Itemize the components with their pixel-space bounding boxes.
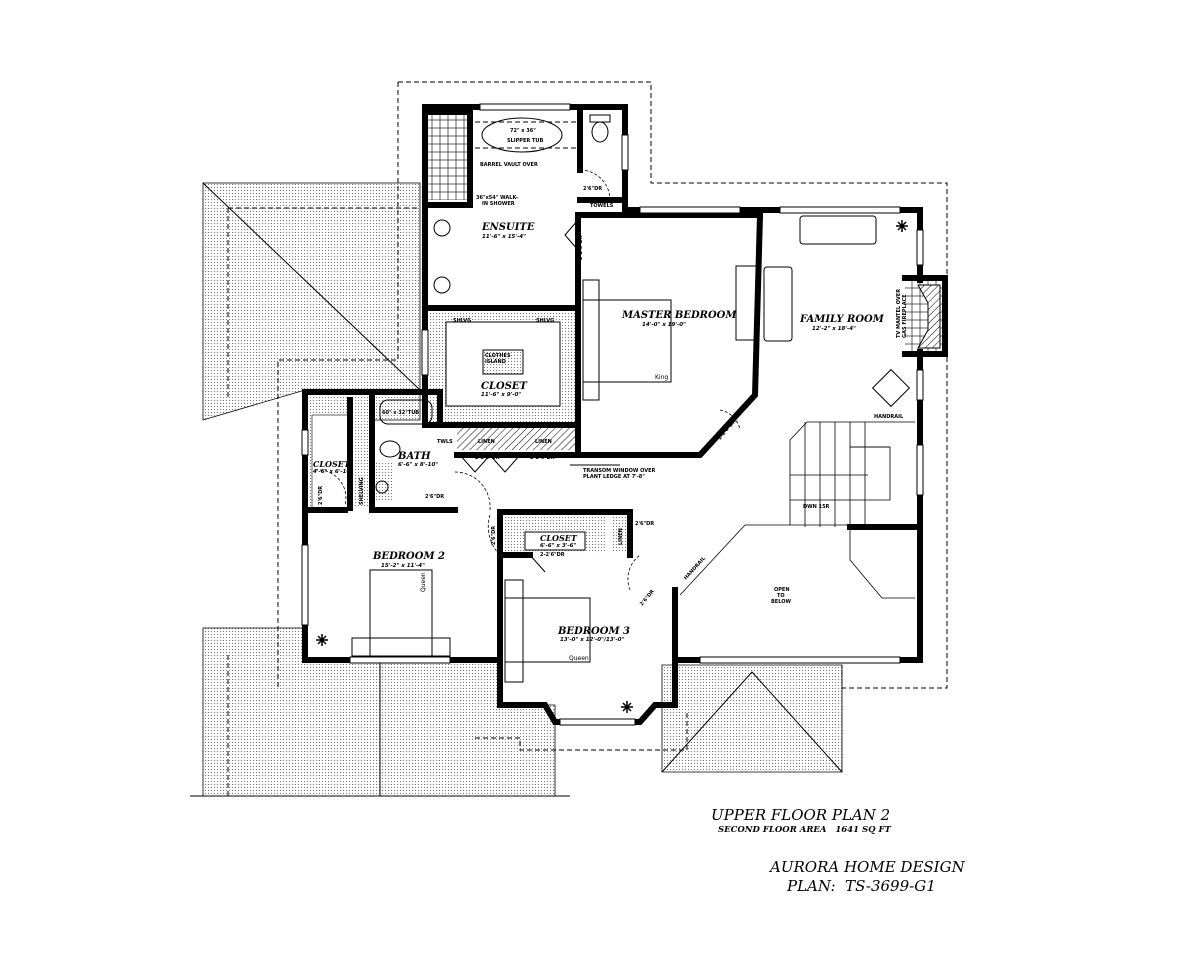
svg-text:BARREL VAULT OVER: BARREL VAULT OVER: [480, 162, 538, 168]
room-label-bedroom-3: BEDROOM 3: [557, 626, 630, 637]
svg-text:TRANSOM WINDOW OVER: TRANSOM WINDOW OVER: [583, 468, 656, 474]
svg-text:SHLVG: SHLVG: [536, 318, 554, 324]
svg-text:2'6"DR: 2'6"DR: [425, 494, 444, 500]
room-dim: 12'-2" x 18'-4": [812, 326, 856, 332]
svg-text:TO: TO: [777, 593, 785, 599]
svg-text:2-2'6"DR: 2-2'6"DR: [540, 552, 565, 558]
ceiling-fan-icon: [316, 220, 908, 713]
room-dim: 6'-6" x 3'-6": [540, 543, 576, 549]
svg-text:HANDRAIL: HANDRAIL: [874, 414, 904, 420]
company-name: AURORA HOME DESIGN: [770, 858, 965, 876]
svg-text:SHLVG: SHLVG: [453, 318, 471, 324]
svg-text:TWLS: TWLS: [437, 439, 453, 445]
svg-text:SHELVING: SHELVING: [359, 477, 365, 505]
svg-text:IN SHOWER: IN SHOWER: [482, 201, 515, 207]
room-dim: 4'-6" x 6'-10": [313, 469, 353, 475]
bed-label: King: [655, 374, 668, 381]
room-label-master-bedroom: MASTER BEDROOM: [621, 310, 737, 321]
room-label-closet: CLOSET: [481, 381, 529, 392]
room-label-closet-2: CLOSET: [313, 459, 351, 469]
svg-text:2-2'6"DR: 2-2'6"DR: [578, 235, 584, 260]
room-dim: 6'-6" x 8'-10": [398, 462, 438, 468]
svg-text:2'6"DR: 2'6"DR: [491, 526, 497, 545]
svg-text:BELOW: BELOW: [771, 599, 791, 605]
room-label-bedroom-2: BEDROOM 2: [372, 551, 445, 562]
svg-text:2-2'6"DR: 2-2'6"DR: [475, 455, 500, 461]
svg-text:LINEN: LINEN: [478, 439, 495, 445]
windows: [301, 103, 924, 726]
svg-text:2-2'6"DR: 2-2'6"DR: [530, 455, 555, 461]
svg-text:HANDRAIL: HANDRAIL: [683, 555, 708, 581]
room-dim: 15'-2" x 11'-4": [381, 563, 425, 569]
svg-text:2'6"DR: 2'6"DR: [635, 521, 654, 527]
room-dim: 13'-0" x 12'-0"/13'-0": [560, 637, 624, 643]
svg-text:SLIPPER TUB: SLIPPER TUB: [507, 138, 543, 144]
svg-text:2'6"DR: 2'6"DR: [639, 589, 656, 608]
svg-text:OPEN: OPEN: [774, 587, 790, 593]
bed-label: Queen: [420, 572, 427, 592]
svg-text:72" x 36": 72" x 36": [510, 128, 536, 134]
svg-text:36"x54" WALK-: 36"x54" WALK-: [476, 195, 518, 201]
room-label-ensuite: ENSUITE: [481, 222, 535, 233]
room-label-family-room: FAMILY ROOM: [799, 314, 885, 325]
svg-text:60" x 32"TUB: 60" x 32"TUB: [382, 410, 419, 416]
plan-title: UPPER FLOOR PLAN 2: [711, 806, 891, 824]
staircase: [679, 421, 915, 599]
room-dim: 11'-6" x 9'-0": [481, 392, 521, 398]
svg-text:LINEN: LINEN: [618, 528, 624, 545]
svg-text:ISLAND: ISLAND: [485, 359, 506, 365]
floor-area: SECOND FLOOR AREA 1641 SQ FT: [718, 825, 891, 835]
svg-text:2'6"DR: 2'6"DR: [318, 486, 324, 505]
svg-text:CLOTHES: CLOTHES: [485, 353, 511, 359]
svg-text:DWN 15R: DWN 15R: [803, 504, 830, 510]
roof-overhang-outline: [398, 81, 948, 689]
svg-text:PLANT LEDGE AT 7'-8": PLANT LEDGE AT 7'-8": [583, 474, 645, 480]
svg-text:TV MANTEL OVER: TV MANTEL OVER: [896, 289, 902, 338]
room-dim: 11'-6" x 15'-4": [482, 234, 526, 240]
svg-text:TOWELS: TOWELS: [590, 203, 614, 209]
svg-text:GAS FIREPLACE: GAS FIREPLACE: [902, 294, 908, 338]
room-label-bath: BATH: [397, 451, 431, 462]
roof-areas: [190, 182, 843, 797]
room-label-closet-3: CLOSET: [540, 533, 578, 543]
svg-text:2'6"DR: 2'6"DR: [583, 186, 602, 192]
plan-number: PLAN: TS-3699-G1: [787, 877, 936, 895]
svg-text:LINEN: LINEN: [535, 439, 552, 445]
room-dim: 14'-0" x 19'-0": [642, 322, 686, 328]
bed-label: Queen: [569, 655, 589, 662]
